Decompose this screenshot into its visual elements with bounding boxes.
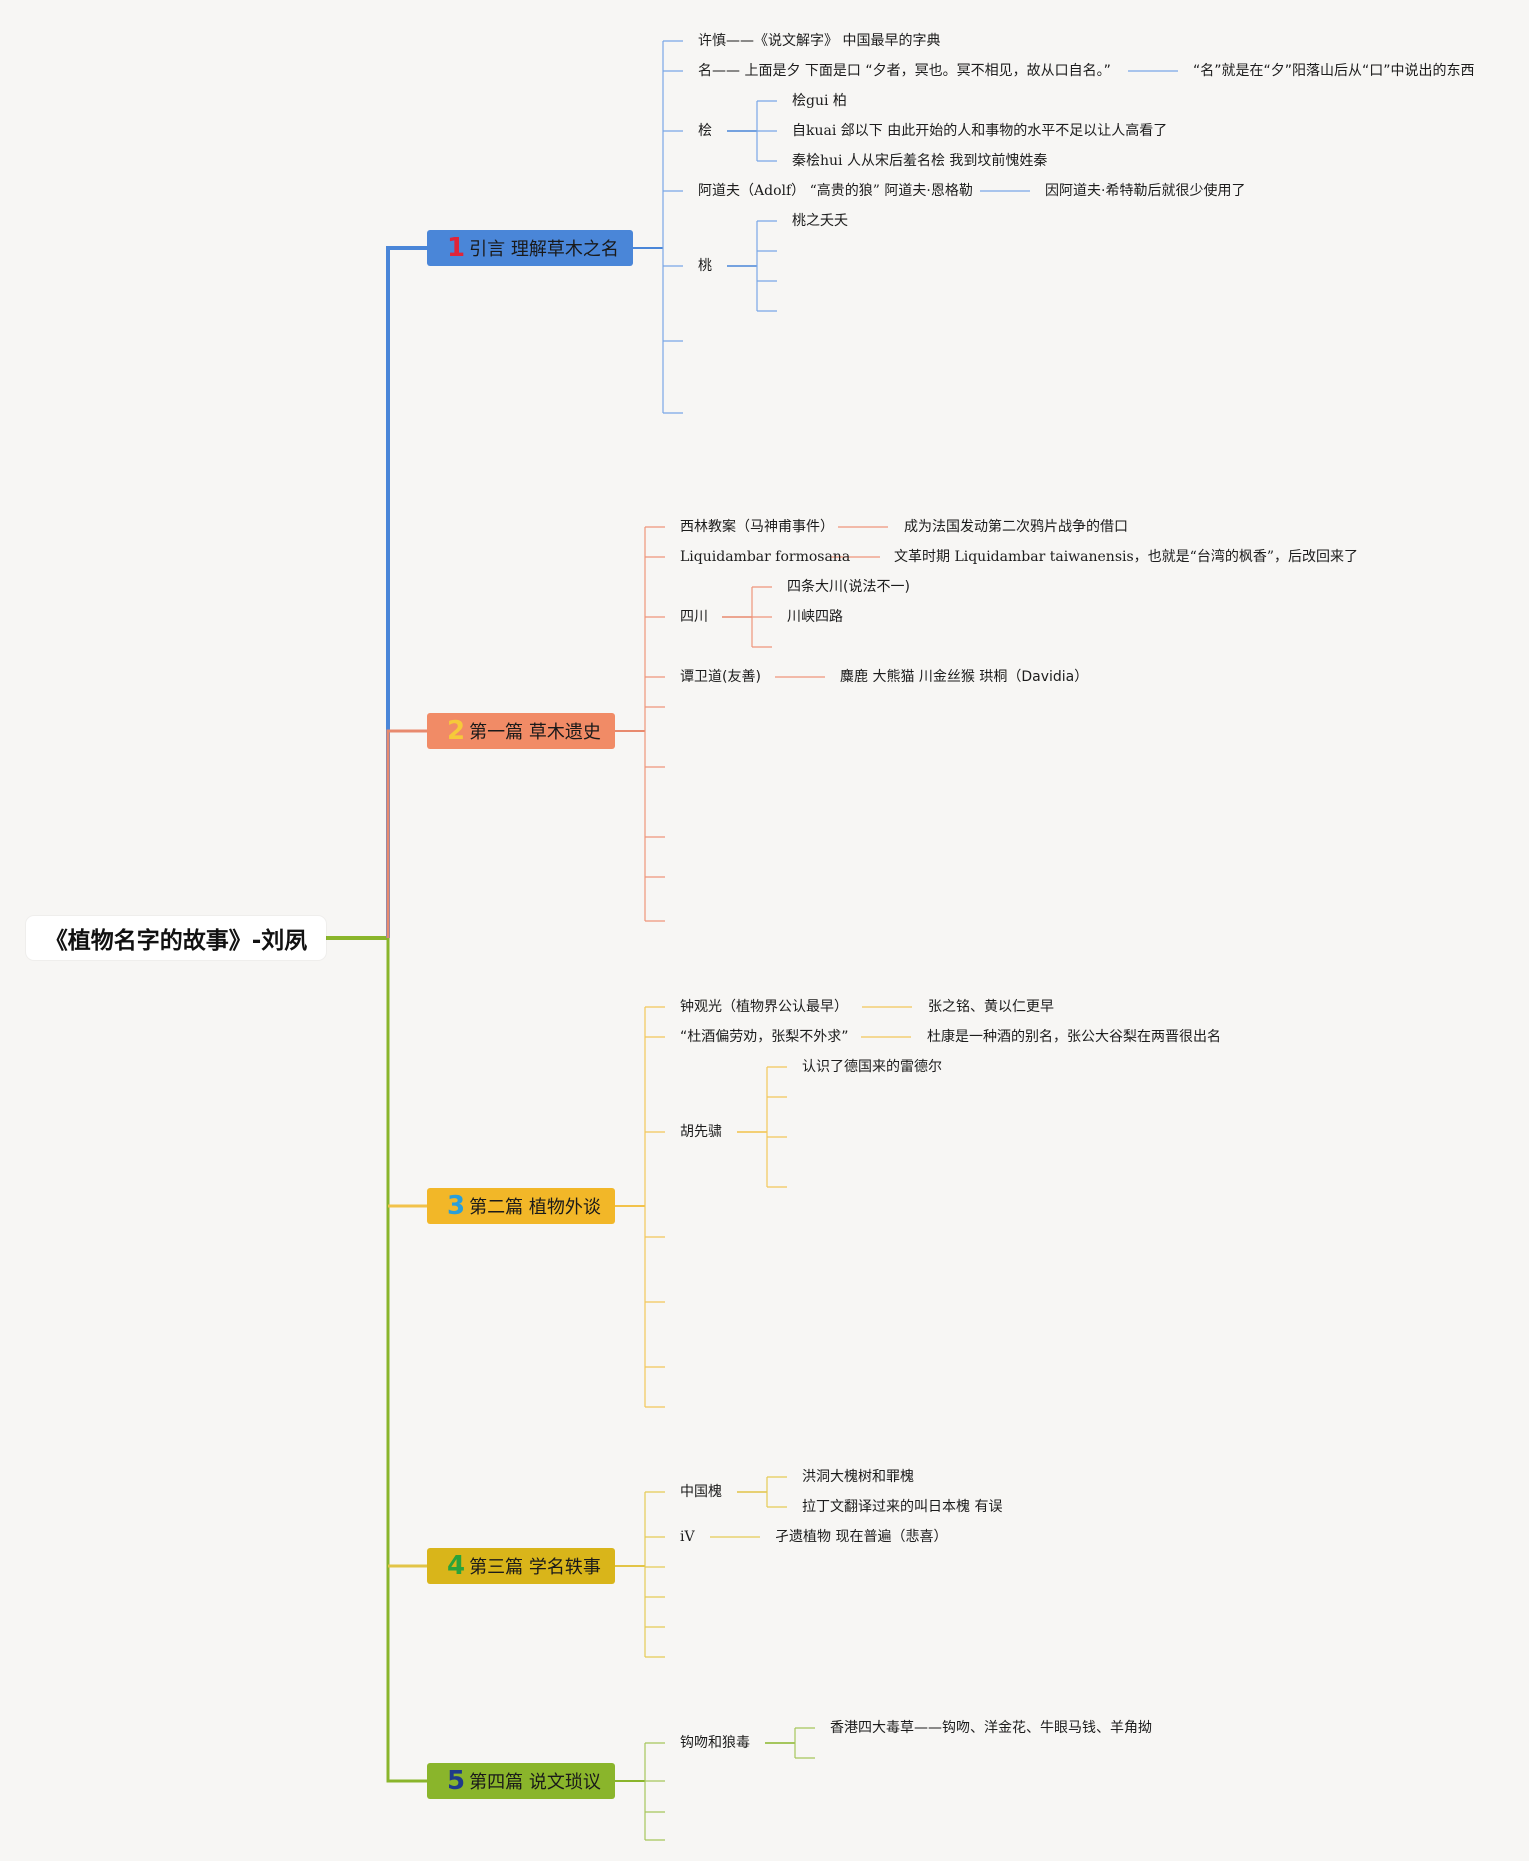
topic-huai-hongdong[interactable]: 洪洞大槐树和罪槐: [802, 1469, 914, 1485]
topic-zhong-note[interactable]: 张之铭、黄以仁更早: [928, 999, 1054, 1015]
topic-liquidambar-note[interactable]: 文革时期 Liquidambar taiwanensis，也就是“台湾的枫香”，…: [894, 549, 1358, 565]
topic-sichuan-routes[interactable]: 川峡四路: [787, 609, 843, 625]
topic-hui[interactable]: 桧: [698, 123, 712, 139]
topic-liquidambar[interactable]: Liquidambar formosana: [680, 549, 851, 565]
trunk-chapter-2: [386, 729, 427, 938]
topic-ming[interactable]: 名—— 上面是夕 下面是口 “夕者，冥也。冥不相见，故从口自名。”: [698, 63, 1111, 79]
chapter-3-number: 3: [447, 1191, 466, 1221]
topic-sichuan-rivers[interactable]: 四条大川(说法不一): [787, 579, 910, 595]
topic-iv[interactable]: iV: [680, 1529, 695, 1545]
topic-huai[interactable]: 中国槐: [680, 1484, 722, 1500]
topic-hui-gui[interactable]: 桧gui 柏: [792, 93, 847, 109]
topic-hu[interactable]: 胡先骕: [680, 1124, 722, 1140]
topic-xushen[interactable]: 许慎——《说文解字》 中国最早的字典: [698, 33, 941, 49]
chapter-3-topic[interactable]: 3 第二篇 植物外谈: [427, 1188, 615, 1224]
chapter-2-title: 第一篇 草木遗史: [469, 722, 601, 743]
topic-xilin[interactable]: 西林教案（马神甫事件）: [680, 519, 834, 535]
topic-adolf[interactable]: 阿道夫（Adolf） “高贵的狼” 阿道夫·恩格勒: [698, 183, 973, 199]
root-topic[interactable]: 《植物名字的故事》-刘夙: [26, 916, 326, 960]
chapter-4-number: 4: [447, 1551, 466, 1581]
topic-dujiu[interactable]: “杜酒偏劳劝，张梨不外求”: [680, 1029, 849, 1045]
topic-gouwen[interactable]: 钩吻和狼毒: [680, 1735, 750, 1751]
topic-tao[interactable]: 桃: [698, 258, 712, 274]
topic-sichuan[interactable]: 四川: [680, 609, 708, 625]
topic-xilin-note[interactable]: 成为法国发动第二次鸦片战争的借口: [904, 519, 1128, 535]
topic-tao-yaoyao[interactable]: 桃之夭夭: [792, 213, 848, 229]
chapter-4-title: 第三篇 学名轶事: [469, 1557, 601, 1578]
topic-ming-note[interactable]: “名”就是在“夕”阳落山后从“口”中说出的东西: [1193, 63, 1475, 79]
trunk-chapter-5: [386, 938, 427, 1783]
topic-dujiu-note[interactable]: 杜康是一种酒的别名，张公大谷梨在两晋很出名: [927, 1029, 1221, 1045]
chapter-5-title: 第四篇 说文琐议: [469, 1772, 601, 1793]
topic-hu-rehder[interactable]: 认识了德国来的雷德尔: [802, 1059, 942, 1075]
chapter-5-number: 5: [447, 1766, 466, 1796]
chapter-3-title: 第二篇 植物外谈: [469, 1197, 601, 1218]
topic-tan[interactable]: 谭卫道(友善): [680, 669, 761, 685]
topic-gouwen-hk[interactable]: 香港四大毒草——钩吻、洋金花、牛眼马钱、羊角拗: [830, 1720, 1152, 1736]
chapter-1-title: 引言 理解草木之名: [469, 239, 619, 260]
chapter-1-number: 1: [447, 233, 466, 263]
topic-huai-latin[interactable]: 拉丁文翻译过来的叫日本槐 有误: [802, 1499, 1003, 1515]
topic-adolf-note[interactable]: 因阿道夫·希特勒后就很少使用了: [1045, 183, 1246, 199]
chapter-5-topic[interactable]: 5 第四篇 说文琐议: [427, 1763, 615, 1799]
trunk-chapter-1: [386, 246, 427, 938]
chapter-2-number: 2: [447, 716, 466, 746]
topic-hui-qin[interactable]: 秦桧hui 人从宋后羞名桧 我到坟前愧姓秦: [792, 153, 1048, 169]
chapter-2-topic[interactable]: 2 第一篇 草木遗史: [427, 713, 615, 749]
topic-tan-note[interactable]: 麋鹿 大熊猫 川金丝猴 珙桐（Davidia）: [840, 669, 1089, 685]
topic-zhong[interactable]: 钟观光（植物界公认最早）: [680, 999, 848, 1015]
chapter-4-topic[interactable]: 4 第三篇 学名轶事: [427, 1548, 615, 1584]
chapter-1-topic[interactable]: 1 引言 理解草木之名: [427, 230, 633, 266]
topic-iv-note[interactable]: 孑遗植物 现在普遍（悲喜）: [775, 1529, 948, 1545]
topic-hui-kuai[interactable]: 自kuai 郐以下 由此开始的人和事物的水平不足以让人高看了: [792, 123, 1168, 139]
